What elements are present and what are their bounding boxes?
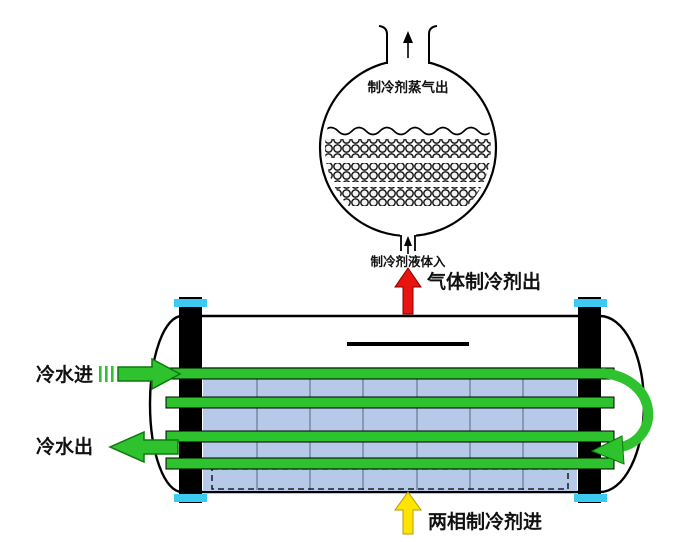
water-in-arrow-icon [99,357,182,391]
flange-seal [574,299,607,307]
water-tube [165,367,615,380]
distributor-dashed-box [211,468,569,490]
liquid-surface-wave [325,126,491,136]
surge-drum: 制冷剂蒸气出 制冷剂液体入 [318,25,498,269]
refrigerant-liquid-pool [203,367,577,491]
drum-bottom-pipe [400,235,416,251]
flange-seal [174,299,207,307]
tube-bundle-band [325,139,491,158]
water-out-label: 冷水出 [36,435,93,458]
flange-seal [574,494,607,502]
drum-neck [378,25,438,64]
drum-bottom-opening [400,230,416,241]
water-tube [165,430,615,443]
gas-out-arrow-icon [394,267,422,315]
gas-out-label: 气体制冷剂出 [426,270,541,293]
liquid-in-label: 制冷剂液体入 [370,254,446,269]
water-out-arrow-icon [108,430,179,464]
vapor-baffle [347,342,469,346]
drum-neck-opening [387,53,429,67]
tube-bundle-band [325,187,491,206]
water-return-bend-arrow-icon [590,368,654,465]
shell-and-tube-evaporator [148,297,654,503]
two-phase-in-label: 两相制冷剂进 [428,510,542,533]
water-tube [165,457,615,470]
tube-bundle-band [325,163,491,182]
flange-seal [174,494,207,502]
water-in-label: 冷水进 [36,363,93,386]
tube-support-plates [256,368,524,490]
water-tube [165,396,615,409]
vapor-out-arrow-icon [403,31,413,58]
two-phase-in-arrow-icon [394,491,422,535]
vapor-out-label: 制冷剂蒸气出 [368,79,449,95]
liquid-in-arrow-icon [404,236,412,254]
